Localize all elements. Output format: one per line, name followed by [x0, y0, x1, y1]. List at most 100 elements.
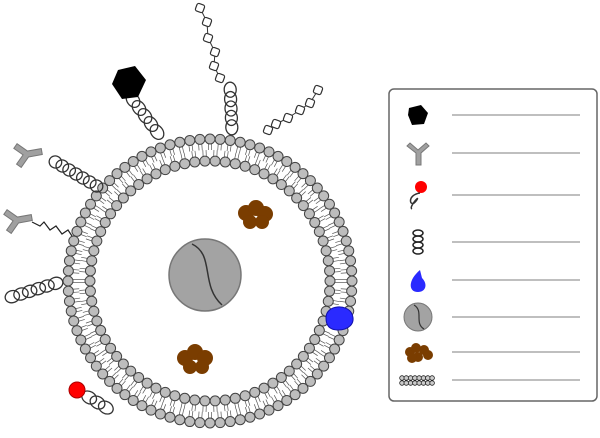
lipid — [275, 371, 290, 388]
lipid — [224, 410, 236, 428]
lipid — [286, 161, 301, 178]
lipid — [271, 395, 284, 412]
lipid-head — [234, 136, 246, 148]
lipid — [341, 275, 358, 287]
lipid — [154, 142, 167, 159]
grey-core-sphere-icon — [403, 302, 433, 332]
lipid-head — [272, 150, 284, 162]
lipid — [119, 161, 134, 178]
lipid-head — [346, 265, 358, 277]
lipid-head — [324, 275, 336, 287]
lipid — [106, 350, 123, 365]
lipid — [100, 342, 117, 356]
lipid — [189, 150, 201, 168]
lipid — [75, 216, 92, 229]
lipid — [79, 207, 96, 220]
lipid-head — [204, 417, 216, 429]
lipid-head — [324, 265, 336, 277]
lipid — [324, 265, 341, 277]
lipid — [214, 133, 226, 151]
lipid — [68, 235, 85, 247]
lipid-head — [304, 175, 316, 187]
lipid-head — [104, 175, 116, 187]
coil-loop — [47, 276, 64, 291]
lipid-head — [164, 139, 176, 151]
lipid — [136, 150, 149, 167]
lipid-head — [84, 275, 96, 287]
lipid-head — [169, 390, 181, 402]
lipid-head — [133, 371, 145, 383]
lipid-head — [88, 245, 100, 257]
lipid — [319, 198, 335, 212]
lipid-head — [79, 343, 91, 355]
lipid — [337, 245, 355, 257]
lipid — [85, 315, 103, 327]
lipid-head — [164, 411, 176, 423]
lipid-head — [313, 324, 325, 336]
lipid-head — [263, 404, 275, 416]
coil-loop — [69, 167, 83, 181]
blue-membrane-protein-icon — [325, 306, 354, 331]
lipid-head — [209, 395, 221, 407]
lipid-head — [145, 146, 157, 158]
lipid-head — [150, 382, 162, 394]
lipid-head — [117, 192, 129, 204]
grey-core-sphere-icon — [168, 238, 242, 312]
lipid — [106, 197, 123, 212]
antibody-icon — [13, 143, 43, 169]
coil-linker-icon — [48, 155, 104, 193]
lipid — [75, 333, 92, 346]
coil-loop — [48, 155, 63, 169]
lipid — [114, 358, 129, 374]
lipid — [267, 377, 281, 394]
lipid-head — [75, 334, 87, 346]
lipid — [89, 324, 107, 337]
lipid-head — [329, 343, 341, 355]
lipid — [62, 285, 80, 297]
lipid-head — [127, 394, 139, 406]
lipid — [307, 182, 323, 197]
lipid-head — [309, 216, 321, 228]
lipid-head — [189, 394, 201, 406]
lipid — [62, 275, 79, 287]
oligosaccharide-chain — [194, 2, 226, 84]
lipid — [114, 188, 129, 204]
lipid-head — [311, 182, 323, 194]
lipid — [111, 378, 126, 394]
lipid — [275, 174, 290, 191]
lipid — [320, 245, 338, 257]
lipid — [90, 190, 107, 205]
lipid-head — [141, 377, 153, 389]
lipid-head — [204, 133, 216, 145]
lipid-head — [272, 400, 284, 412]
lipid-head — [136, 400, 148, 412]
lipid-head — [323, 198, 335, 210]
lipid-head — [62, 275, 74, 287]
lipid-head — [322, 255, 334, 267]
lipid-head — [318, 190, 330, 202]
lipid-head — [291, 358, 303, 370]
lipid-head — [125, 365, 137, 377]
lipid-head — [224, 416, 236, 428]
lipid — [145, 146, 158, 163]
lipid — [184, 410, 196, 428]
lipid — [79, 285, 96, 297]
lipid — [291, 188, 306, 204]
lipid-head — [258, 382, 270, 394]
chain-unit — [270, 118, 282, 130]
lipid — [294, 378, 309, 394]
legend-item — [409, 181, 580, 210]
lipid-head — [234, 414, 246, 426]
lipid-head — [136, 150, 148, 162]
lipid-head — [311, 368, 323, 380]
coil-loop — [223, 81, 237, 98]
lipid — [121, 365, 137, 381]
lipid-head — [297, 350, 309, 362]
lipid — [279, 156, 293, 172]
lipid-head — [85, 198, 97, 210]
zigzag-linker — [31, 221, 73, 237]
lipid-head — [219, 394, 231, 406]
lipid — [214, 411, 226, 429]
lipid-head — [99, 334, 111, 346]
lipid-head — [111, 200, 123, 212]
